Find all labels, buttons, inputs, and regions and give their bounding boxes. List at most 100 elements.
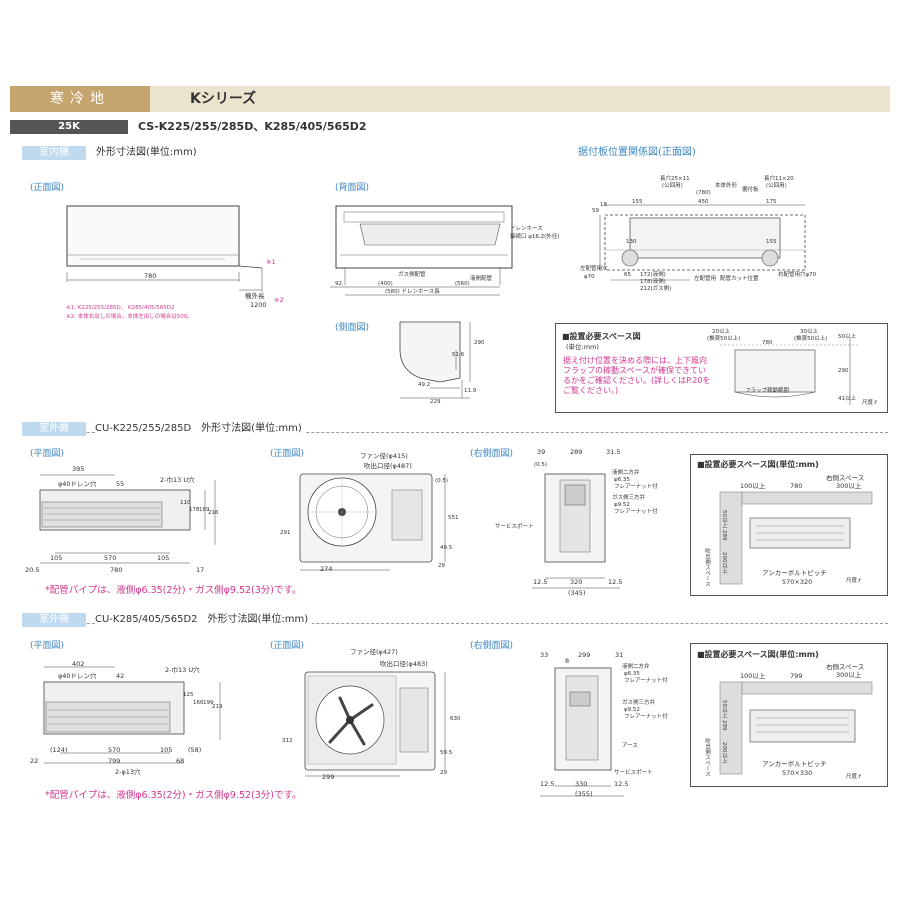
bracket-body-outline: 本体外形 (715, 183, 738, 189)
indoor-footnote-1: ※1: K225/255/285D、 K285/405/565D2 (66, 305, 175, 311)
o2-plan-dim-166: 166 (193, 700, 204, 706)
bracket-dim-155-r: 155 (766, 239, 777, 245)
bracket-dim-155-l: 155 (632, 199, 643, 205)
indoor-space-right-gap: 30以上 (800, 329, 818, 335)
o2-right-dim-8: 8 (565, 657, 570, 665)
o1-space-outlet: 吹出側スペース (704, 548, 710, 587)
drain-hose-label: ドレンホース (510, 226, 543, 232)
indoor-footnote-2: ※2: 本体右出しの場合。本体左出しの場合は500。 (66, 314, 193, 320)
outdoor2-right-label: (右側面図) (470, 641, 514, 651)
o1-right-dim-31-5: 31.5 (606, 448, 621, 456)
indoor-space-height: 290 (838, 368, 849, 374)
o1-plan-dim-105-l: 105 (50, 554, 63, 562)
o2-right-liquid-size: φ6.35 (624, 671, 640, 677)
o1-right-flare-1: フレアーナット付 (614, 484, 658, 490)
o2-right-dim-12-5-l: 12.5 (540, 780, 555, 788)
o2-space-anchor: アンカーボルトピッチ (762, 760, 827, 768)
indoor-space-box (555, 323, 888, 413)
bracket-cut-position: 配管カット位置 (720, 276, 759, 282)
o1-right-gas-size: φ9.52 (614, 502, 630, 508)
o2-plan-dim-68: 68 (176, 757, 185, 765)
o1-space-anchor: アンカーボルトピッチ (762, 569, 827, 577)
indoor-space-top-gap: 50以上 (838, 334, 856, 340)
back-dim-560: (560) (455, 281, 470, 287)
o2-plan-dim-22: 22 (30, 757, 39, 765)
bracket-hole-right: 長穴11×20 (764, 176, 794, 182)
o1-plan-dim-780: 780 (110, 566, 123, 574)
indoor-space-right-gap-note: (推奨50以上) (794, 336, 828, 342)
o2-space-anchor-pitch: 570×330 (782, 769, 813, 777)
model-name: CS-K225/255/285D、K285/405/565D2 (138, 120, 367, 133)
o2-plan-dim-402: 402 (72, 660, 85, 668)
o1-space-right-gap: 300以上 (836, 482, 862, 490)
header-band (10, 86, 890, 112)
outdoor1-title: CU-K225/255/285D 外形寸法図(単位:mm) (95, 422, 306, 436)
indoor-space-left-gap-note: (推奨50以上) (707, 336, 741, 342)
o2-right-dim-33: 33 (540, 651, 549, 659)
o1-space-front-gap: 200以上 (721, 552, 727, 574)
side-dim-290: 290 (474, 340, 485, 346)
bracket-dim-450: 450 (698, 199, 709, 205)
o1-plan-dim-189: 189 (199, 507, 210, 513)
indoor-space-title: ■設置必要スペース図 (562, 332, 641, 341)
o1-right-dim-0-5: (0.5) (534, 462, 548, 468)
o2-plan-dim-125: 125 (183, 692, 194, 698)
indoor-space-unit: (単位:mm) (566, 343, 599, 351)
o1-plan-dim-110: 110 (180, 500, 191, 506)
o1-front-fan-dia: ファン径(φ415) (360, 452, 408, 460)
o2-right-gas-valve: ガス側三方弁 (622, 700, 656, 706)
indoor-front-mark1: ※1 (266, 258, 276, 266)
indoor-front-mark2: ※2 (274, 296, 284, 304)
o1-front-dim-274: 274 (320, 565, 333, 573)
o2-right-dim-12-5-r: 12.5 (614, 780, 629, 788)
o2-plan-dim-570: 570 (108, 746, 121, 754)
side-dim-229: 229 (430, 399, 441, 405)
o2-front-outlet-dia: 吹出口径(φ483) (380, 660, 428, 668)
o2-space-title: ■設置必要スペース図(単位:mm) (697, 650, 819, 659)
bracket-dim-780: (780) (696, 190, 711, 196)
o2-space-front-gap: 200以上 (721, 742, 727, 764)
o1-front-dim-0-5: (0.5) (435, 478, 449, 484)
o1-right-service-port: サービスポート (495, 524, 534, 530)
o2-space-outlet: 吹出側スペース (704, 738, 710, 777)
outdoor1-right-label: (右側面図) (470, 449, 514, 459)
o2-plan-dim-124: (124) (50, 746, 68, 754)
back-dim-92: 92 (335, 281, 342, 287)
bracket-dim-175: 175 (766, 199, 777, 205)
o1-space-width: 780 (790, 482, 803, 490)
bracket-hole-left-note: (公回用) (662, 183, 683, 189)
outdoor2-title: CU-K285/405/565D2 外形寸法図(単位:mm) (95, 613, 313, 627)
outdoor2-pipe-note: *配管パイプは、液側φ6.35(2分)・ガス側φ9.52(3分)です。 (45, 790, 302, 801)
o1-space-top-gap: 50以上 (721, 510, 727, 528)
bracket-dim-212: 212(ガス側) (640, 286, 672, 292)
outdoor2-plan-label: (平面図) (30, 641, 65, 651)
indoor-front-width: 780 (144, 272, 157, 280)
o1-right-dim-12-5-l: 12.5 (533, 578, 548, 586)
o2-front-dim-59-5: 59.5 (440, 750, 453, 756)
indoor-side-label: (側面図) (335, 323, 370, 333)
bracket-dim-59: 59 (592, 208, 599, 214)
o2-space-right-gap: 300以上 (836, 671, 862, 679)
section-divider-2 (22, 623, 888, 624)
o1-front-dim-291: 291 (280, 530, 291, 536)
o1-space-anchor-pitch: 570×320 (782, 578, 813, 586)
o2-right-service-port: サービスポート (614, 770, 653, 776)
bracket-dim-130: 130 (626, 239, 637, 245)
series-label: Kシリーズ (190, 91, 257, 107)
bracket-dim-18: 18 (600, 202, 607, 208)
o1-right-dim-320: 320 (570, 578, 583, 586)
o1-space-scale: 尺度:f (846, 578, 861, 584)
o1-plan-dim-20-5: 20.5 (25, 566, 40, 574)
indoor-space-flap: フラップ稼動範囲 (745, 388, 790, 394)
bracket-title: 据付板位置関係図(正面図) (578, 147, 696, 158)
outdoor1-plan-label: (平面図) (30, 449, 65, 459)
back-gas-pipe: ガス側配管 (398, 272, 426, 278)
bracket-left-pipe: 左配管用 (694, 276, 717, 282)
indoor-space-note: 据え付け位置を決める際には、上下風向フラップの稼動スペースが確保できているかをご… (563, 356, 711, 395)
o2-right-earth: アース (622, 743, 638, 749)
